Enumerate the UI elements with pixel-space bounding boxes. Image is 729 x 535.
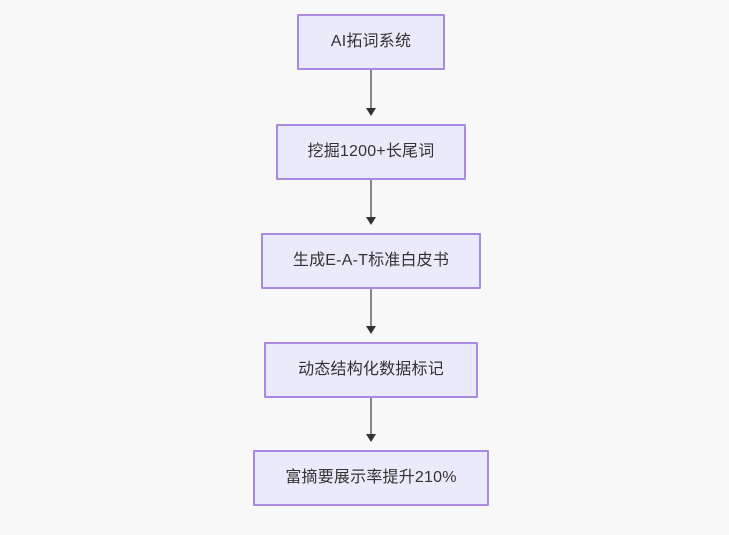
connector-n3-n4 (370, 289, 372, 327)
flow-node-ai-keyword-system[interactable]: AI拓词系统 (297, 14, 445, 70)
arrowhead-n2-n3 (366, 217, 376, 225)
flow-node-label: AI拓词系统 (330, 33, 412, 51)
connector-n4-n5 (370, 398, 372, 435)
flow-node-label: 挖掘1200+长尾词 (307, 143, 435, 161)
flow-node-label: 动态结构化数据标记 (298, 361, 444, 379)
arrowhead-n3-n4 (366, 326, 376, 334)
flow-node-label: 富摘要展示率提升210% (285, 469, 457, 487)
flow-node-rich-snippet-rate-increase[interactable]: 富摘要展示率提升210% (253, 450, 489, 506)
flow-node-mine-longtail-keywords[interactable]: 挖掘1200+长尾词 (276, 124, 466, 180)
connector-n2-n3 (370, 180, 372, 218)
arrowhead-n1-n2 (366, 108, 376, 116)
flow-node-generate-eat-whitepaper[interactable]: 生成E-A-T标准白皮书 (261, 233, 481, 289)
flow-node-dynamic-structured-data-markup[interactable]: 动态结构化数据标记 (264, 342, 478, 398)
flow-node-label: 生成E-A-T标准白皮书 (292, 252, 450, 270)
arrowhead-n4-n5 (366, 434, 376, 442)
connector-n1-n2 (370, 70, 372, 109)
